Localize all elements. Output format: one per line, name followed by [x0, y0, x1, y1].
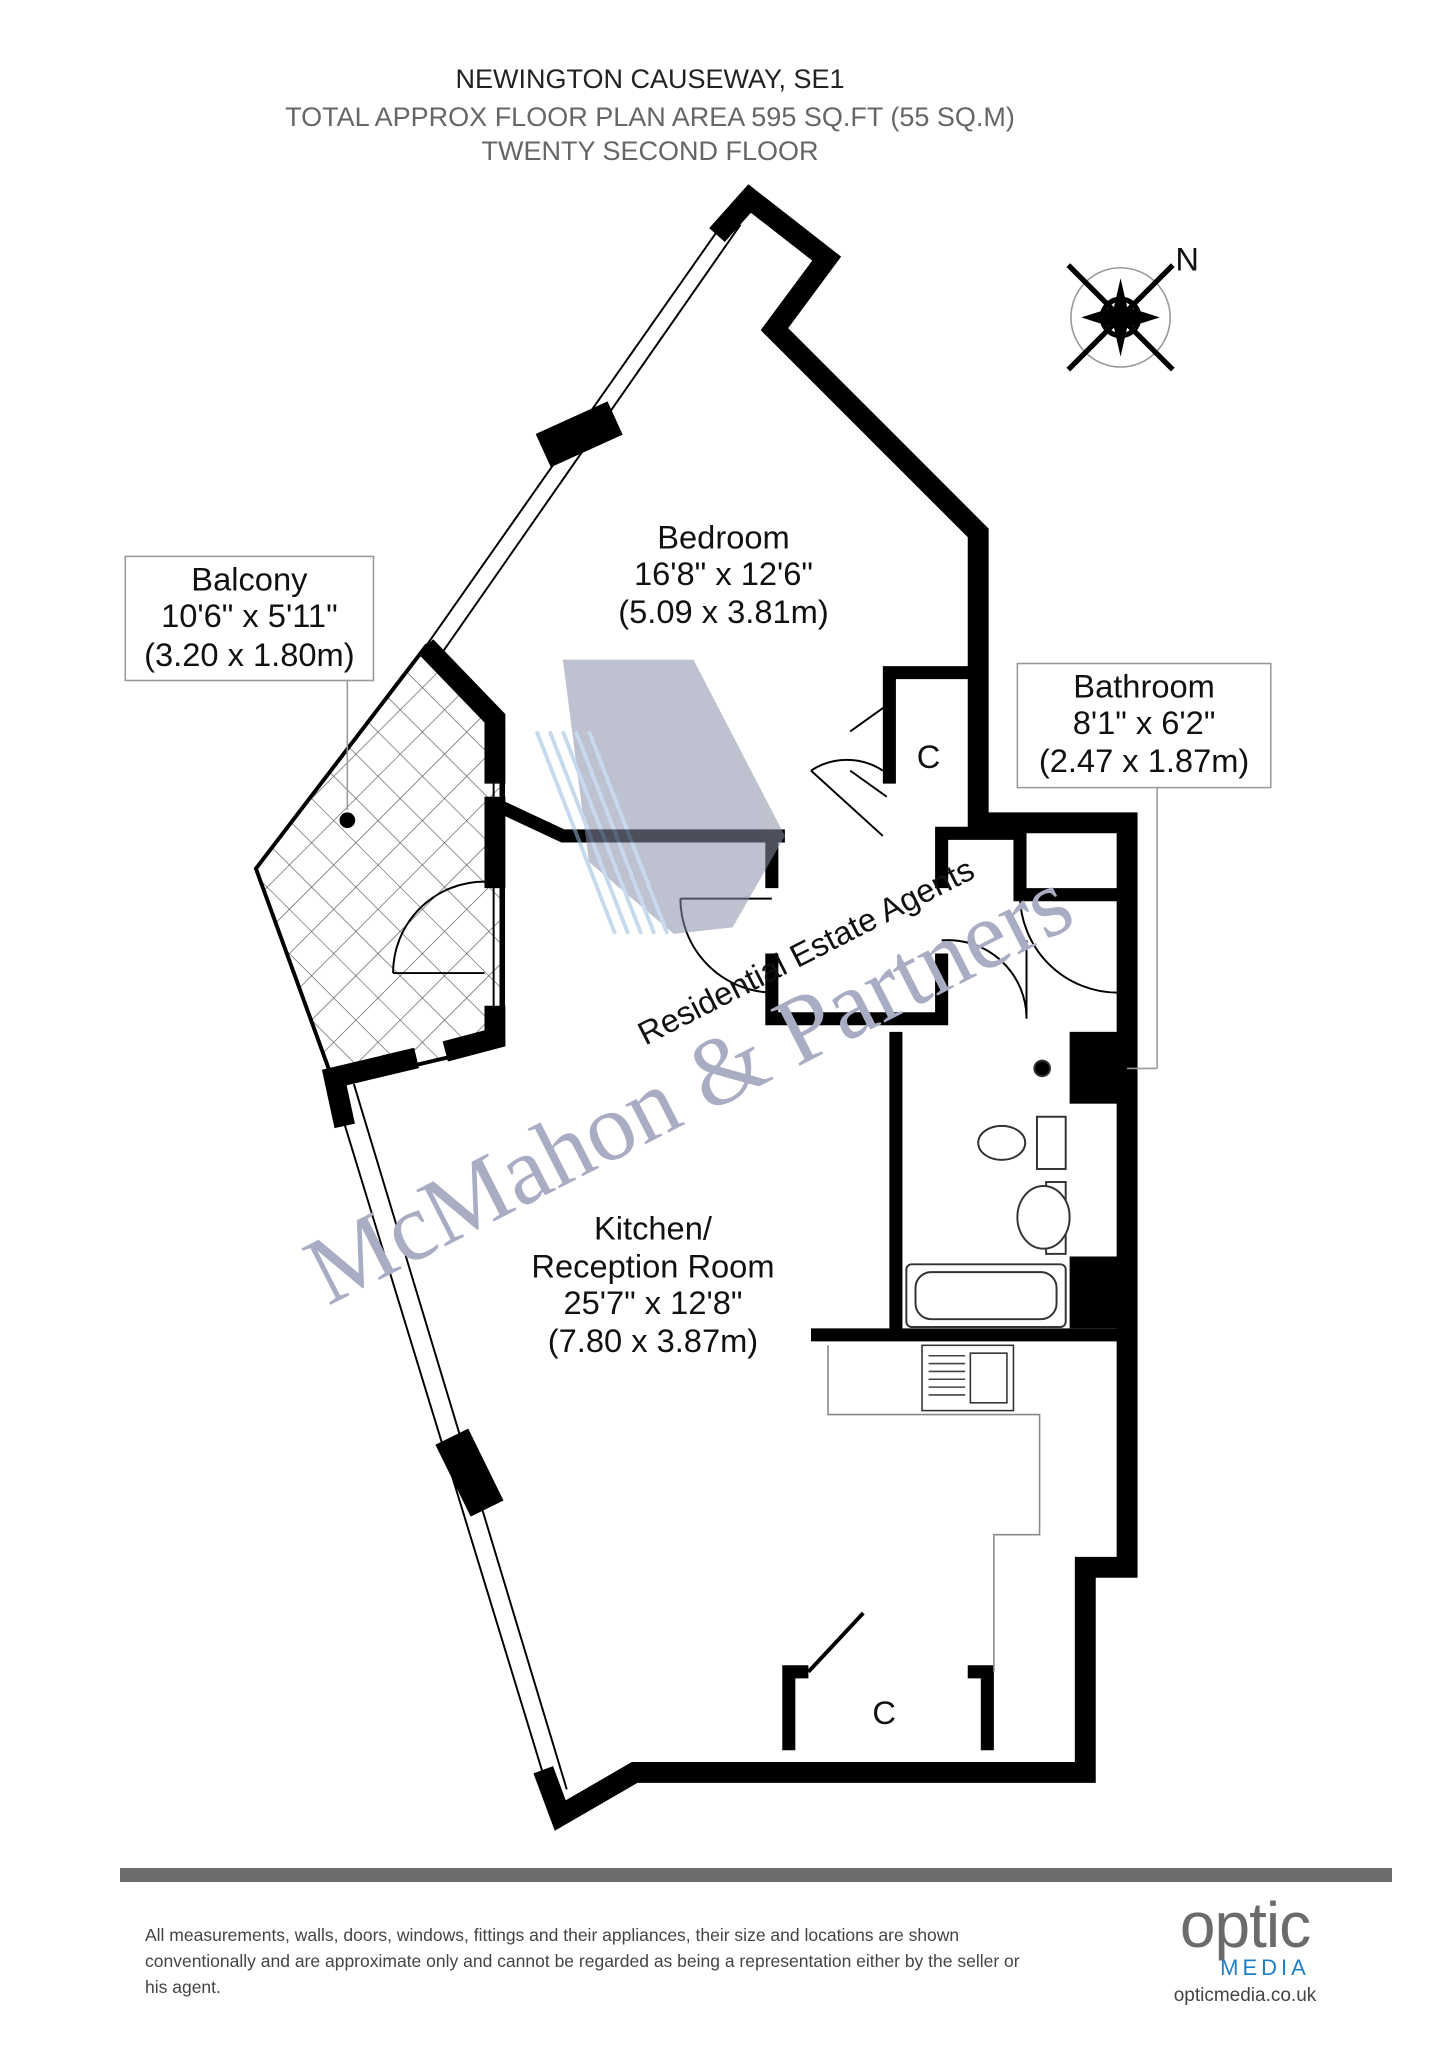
address-title: NEWINGTON CAUSEWAY, SE1	[455, 64, 845, 94]
kitchen-label: Kitchen/ Reception Room 25'7" x 12'8" (7…	[531, 1210, 774, 1359]
compass-rose-icon	[1066, 263, 1175, 372]
floor-subtitle: TWENTY SECOND FLOOR	[481, 136, 819, 166]
bedroom-name: Bedroom	[657, 519, 789, 556]
footer-rule	[120, 1868, 1392, 1882]
balcony-label: Balcony 10'6" x 5'11" (3.20 x 1.80m)	[144, 560, 354, 673]
balcony-drain	[339, 812, 356, 829]
optic-media-logo: optic MEDIA opticmedia.co.uk	[1160, 1889, 1330, 2007]
kitchen-name-2: Reception Room	[531, 1247, 774, 1284]
balcony-name: Balcony	[191, 560, 308, 597]
disclaimer: All measurements, walls, doors, windows,…	[145, 1925, 1020, 1997]
bathroom-imperial: 8'1" x 6'2"	[1073, 704, 1216, 741]
balcony-metric: (3.20 x 1.80m)	[144, 636, 354, 673]
kitchen-imperial: 25'7" x 12'8"	[563, 1284, 742, 1321]
kitchen-metric: (7.80 x 3.87m)	[548, 1322, 758, 1359]
bathroom-metric: (2.47 x 1.87m)	[1039, 742, 1249, 779]
logo-wordmark: optic	[1179, 1889, 1311, 1961]
bedroom-metric: (5.09 x 3.81m)	[618, 593, 828, 630]
cupboard-upper-label: C	[917, 738, 941, 775]
logo-sub: MEDIA	[1220, 1955, 1310, 1980]
balcony-area	[253, 643, 504, 1087]
logo-url: opticmedia.co.uk	[1173, 1985, 1317, 2006]
watermark-logo	[534, 659, 785, 935]
kitchen-name-1: Kitchen/	[594, 1210, 713, 1247]
compass-north-label: N	[1175, 240, 1199, 277]
balcony-imperial: 10'6" x 5'11"	[161, 597, 338, 634]
walls	[321, 184, 1138, 1831]
bathroom-name: Bathroom	[1073, 667, 1215, 704]
area-subtitle: TOTAL APPROX FLOOR PLAN AREA 595 SQ.FT (…	[285, 102, 1015, 132]
bedroom-label: Bedroom 16'8" x 12'6" (5.09 x 3.81m)	[618, 519, 828, 630]
bedroom-imperial: 16'8" x 12'6"	[634, 555, 813, 592]
bathroom-fittings	[905, 1059, 1071, 1328]
kitchen-counter	[827, 1344, 1041, 1672]
cupboard-lower-label: C	[872, 1694, 896, 1731]
bathroom-label: Bathroom 8'1" x 6'2" (2.47 x 1.87m)	[1039, 667, 1249, 778]
